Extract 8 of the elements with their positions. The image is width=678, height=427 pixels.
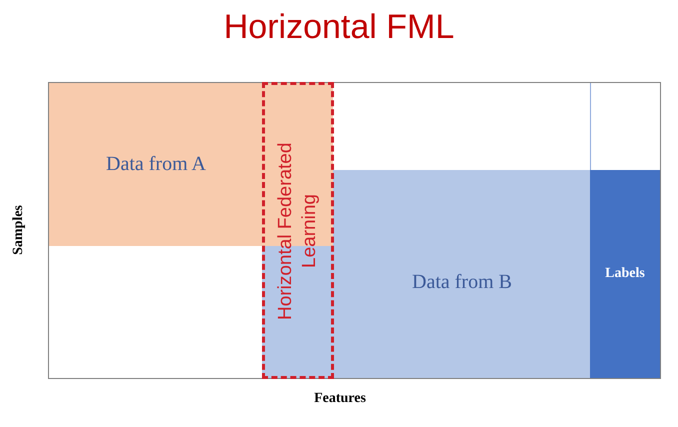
region-label: Labels: [605, 266, 645, 282]
axis-title: Features: [313, 391, 367, 407]
region-label: Data from B: [412, 270, 512, 294]
diagram-title: Horizontal FML: [222, 8, 456, 47]
region-label: Data from A: [106, 153, 206, 176]
axis-title: Samples: [11, 205, 27, 255]
label-column: [590, 170, 660, 378]
region-label: Horizontal Federated Learning: [274, 140, 321, 322]
